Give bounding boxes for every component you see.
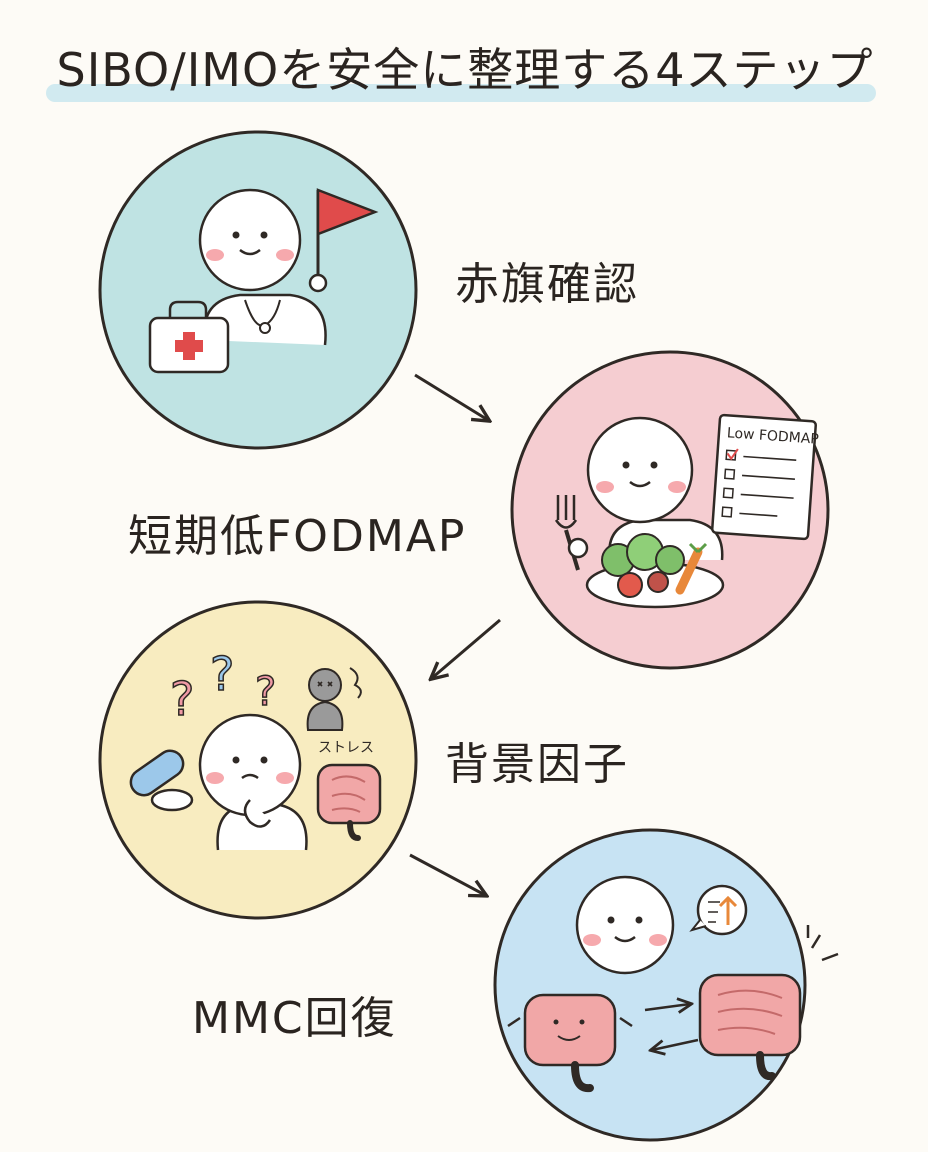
- question-mark-icon: ?: [170, 672, 194, 726]
- exchange-arrow-right: [644, 1004, 690, 1010]
- step4-label: MMC回復: [192, 993, 397, 1044]
- red-flag-icon: [308, 188, 379, 293]
- vegetable-plate-icon: [585, 533, 725, 609]
- step1-circle: [98, 130, 418, 450]
- fork-icon: [554, 495, 589, 571]
- person-head: [586, 416, 694, 524]
- arrow-2: [432, 618, 501, 678]
- step2-label: 短期低FODMAP: [128, 511, 467, 562]
- stressed-person-icon: [306, 667, 362, 731]
- doctor-head: [198, 188, 302, 292]
- person-head: [575, 875, 675, 975]
- checklist-title: Low FODMAP: [726, 425, 819, 447]
- arrow-3: [409, 853, 485, 895]
- intestine-icon: [316, 763, 382, 841]
- pill-icon: [129, 749, 194, 812]
- title-underline-highlight: [46, 84, 876, 102]
- question-mark-icon: ?: [210, 647, 234, 701]
- intestine-icon: [698, 925, 839, 1081]
- step3-circle: ? ? ? ストレス: [98, 600, 418, 920]
- arrow-1: [414, 373, 488, 420]
- title-block: SIBO/IMOを安全に整理する4ステップ: [40, 28, 890, 108]
- happy-intestine-icon: [507, 993, 633, 1093]
- exchange-arrow-left: [652, 1038, 699, 1050]
- stress-label: ストレス: [318, 740, 374, 756]
- low-fodmap-checklist: Low FODMAP: [711, 413, 819, 541]
- question-mark-icon: ?: [255, 669, 276, 715]
- speech-bubble-icon: [689, 884, 748, 936]
- step1-label: 赤旗確認: [455, 259, 639, 310]
- page-title: SIBO/IMOを安全に整理する4ステップ: [56, 43, 874, 97]
- step3-label: 背景因子: [445, 739, 629, 790]
- step4-circle: [493, 828, 839, 1142]
- first-aid-kit-icon: [148, 300, 230, 374]
- step2-circle: Low FODMAP: [510, 350, 830, 670]
